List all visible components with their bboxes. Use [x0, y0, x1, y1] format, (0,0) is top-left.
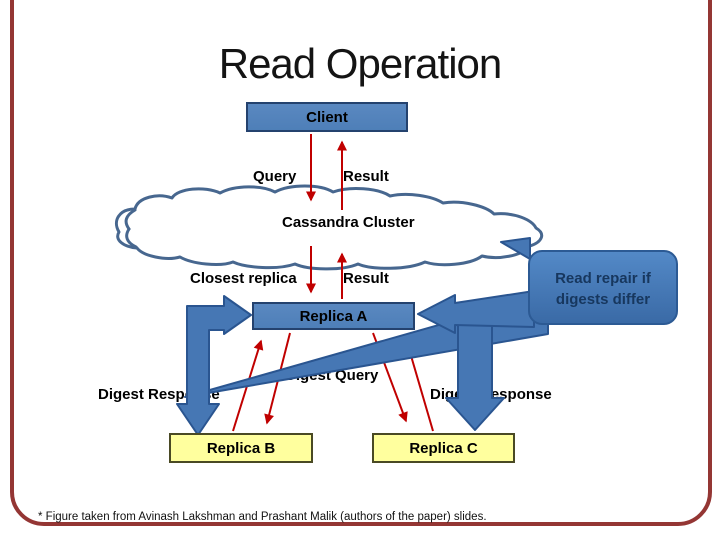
- read-repair-callout: Read repair if digests differ: [528, 250, 678, 325]
- replica-c-node: Replica C: [372, 433, 515, 463]
- closest-replica-label: Closest replica: [190, 270, 297, 287]
- client-node: Client: [246, 102, 408, 132]
- replica-a-node: Replica A: [252, 302, 415, 330]
- cassandra-cloud-shape: [114, 184, 544, 271]
- cluster-label: Cassandra Cluster: [282, 214, 415, 231]
- read-repair-callout-line2: digests differ: [555, 291, 651, 308]
- result-label-top: Result: [343, 168, 389, 185]
- block-elbow-arrow-left: [176, 295, 252, 436]
- attribution-footnote: * Figure taken from Avinash Lakshman and…: [38, 511, 487, 523]
- cloud-notch-curl-bottom: [125, 227, 138, 249]
- read-repair-callout-line1: Read repair if: [555, 270, 651, 287]
- block-arrow-down-to-replica-c: [445, 315, 505, 431]
- replica-b-node: Replica B: [169, 433, 313, 463]
- callout-wedge-top: [500, 237, 531, 260]
- query-label: Query: [253, 168, 297, 185]
- cloud-notch-curl-top: [124, 208, 137, 231]
- slide-title: Read Operation: [218, 40, 503, 87]
- result-label-mid: Result: [343, 270, 389, 287]
